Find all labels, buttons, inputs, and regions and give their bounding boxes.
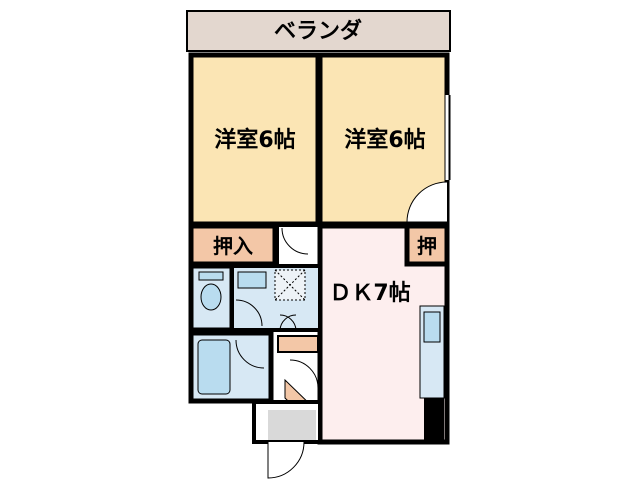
wash-basin [237,271,267,289]
dk-label: ＤＫ7帖 [329,281,410,306]
bathtub [197,339,231,395]
room1-label: 洋室6帖 [214,127,295,153]
veranda-area [186,10,451,52]
door-swing-room2 [406,181,448,223]
veranda-windows [205,52,451,180]
closet-2 [404,223,450,267]
closet2-label: 押 [417,234,437,258]
toilet-tank [198,271,224,281]
toilet-bowl [200,283,222,311]
closet1-label: 押入 [213,234,253,258]
fridge-space [424,398,444,440]
kitchen-sink [423,311,441,343]
shoe-storage [277,335,319,353]
entry-door-swing [267,441,305,479]
entrance-floor [268,410,316,440]
room2-label: 洋室6帖 [344,127,425,153]
door-arcs [235,227,319,389]
veranda-label: ベランダ [274,18,362,44]
hallway [277,225,321,267]
